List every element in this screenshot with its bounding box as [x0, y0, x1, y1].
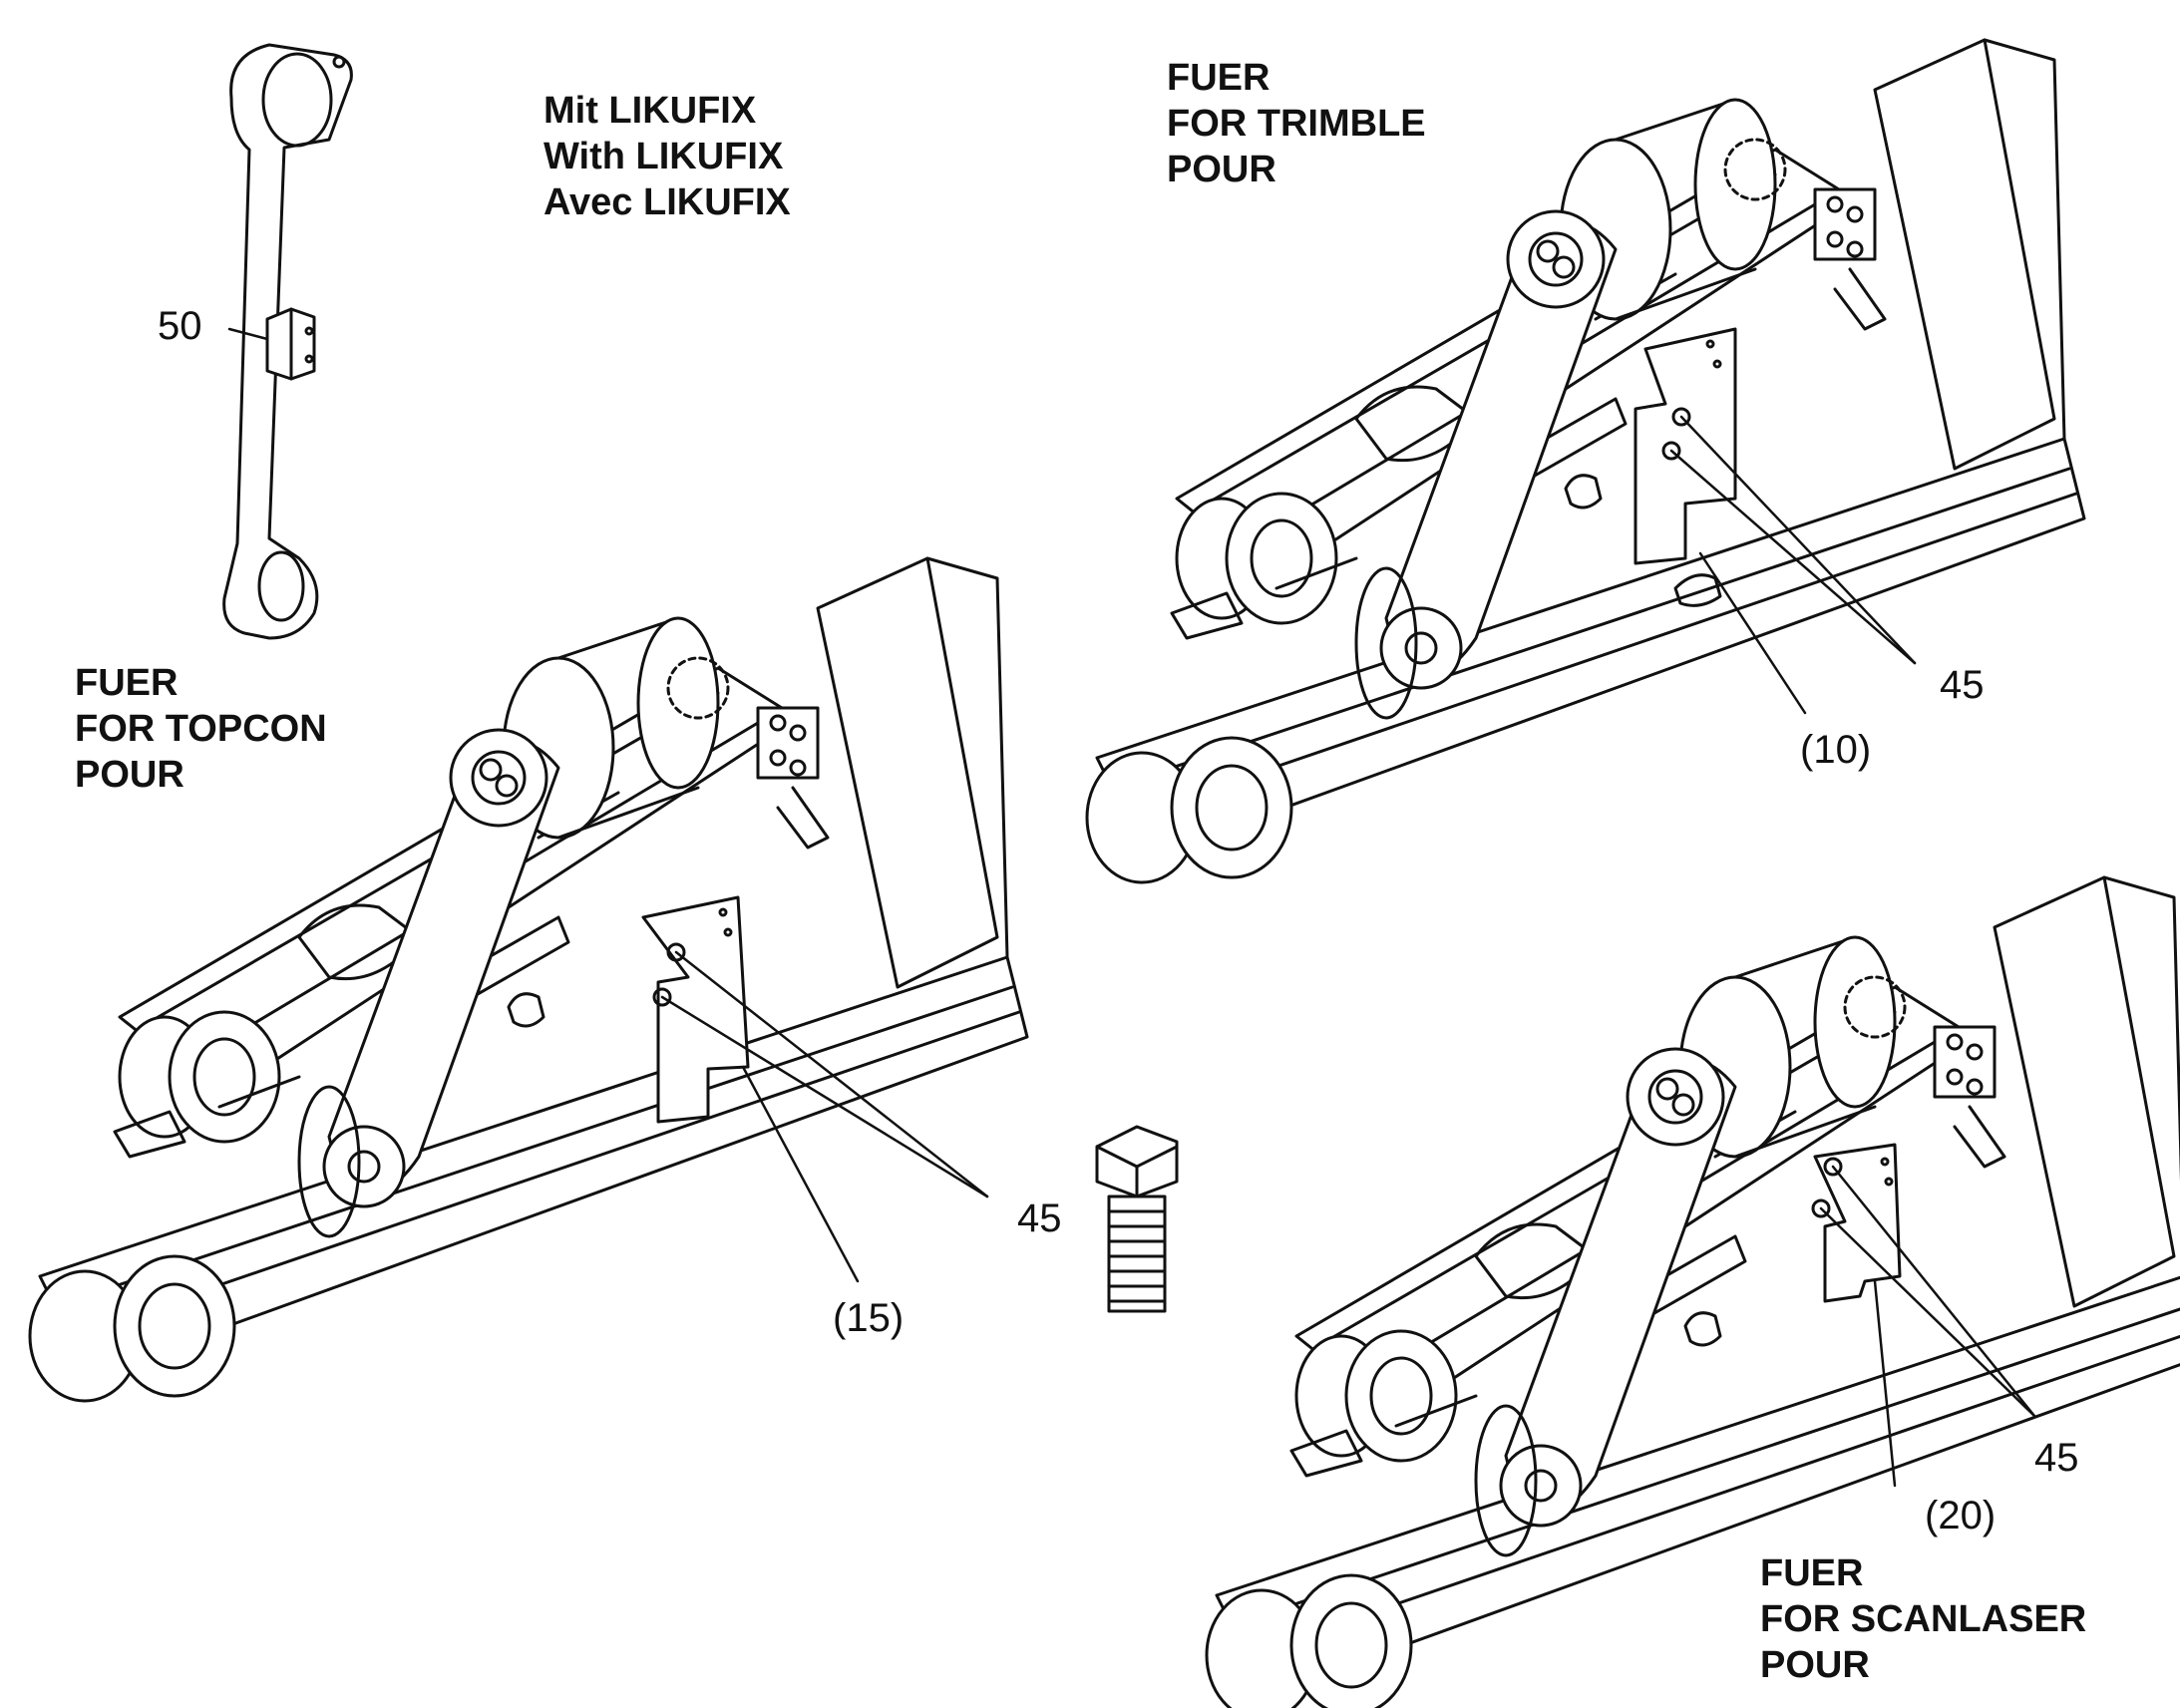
- note-topcon-line2: FOR TOPCON: [75, 708, 327, 750]
- link-bracket: [222, 43, 353, 640]
- note-scanlaser: FUER FOR SCANLASER POUR: [1760, 1550, 2086, 1688]
- note-trimble-line1: FUER: [1167, 57, 1271, 99]
- callout-bracket-trimble: (10): [1800, 728, 1872, 772]
- callout-link: 50: [158, 304, 202, 348]
- callout-bolts-topcon: 45: [1017, 1196, 1062, 1240]
- callout-bolts-scanlaser: 45: [2034, 1436, 2079, 1480]
- note-likufix: Mit LIKUFIX With LIKUFIX Avec LIKUFIX: [544, 88, 791, 225]
- note-topcon-line3: POUR: [75, 754, 184, 796]
- assembly-topcon: [28, 556, 1029, 1403]
- assembly-trimble: [1085, 38, 2086, 884]
- note-trimble-line3: POUR: [1167, 149, 1276, 190]
- note-likufix-line3: Avec LIKUFIX: [544, 181, 791, 223]
- assembly-scanlaser: [1205, 875, 2180, 1708]
- note-topcon: FUER FOR TOPCON POUR: [75, 660, 327, 798]
- note-scanlaser-line3: POUR: [1760, 1644, 1870, 1686]
- note-scanlaser-line2: FOR SCANLASER: [1760, 1598, 2087, 1640]
- leader-lines: [227, 327, 2036, 1488]
- note-likufix-line2: With LIKUFIX: [544, 136, 784, 177]
- note-trimble: FUER FOR TRIMBLE POUR: [1167, 55, 1426, 192]
- bolt: [1095, 1125, 1179, 1313]
- note-trimble-line2: FOR TRIMBLE: [1167, 103, 1426, 145]
- callout-bolts-trimble: 45: [1940, 663, 1985, 707]
- callout-bracket-scanlaser: (20): [1925, 1494, 1997, 1537]
- note-likufix-line1: Mit LIKUFIX: [544, 90, 757, 132]
- note-scanlaser-line1: FUER: [1760, 1552, 1864, 1594]
- callout-bracket-topcon: (15): [833, 1296, 905, 1340]
- note-topcon-line1: FUER: [75, 662, 179, 704]
